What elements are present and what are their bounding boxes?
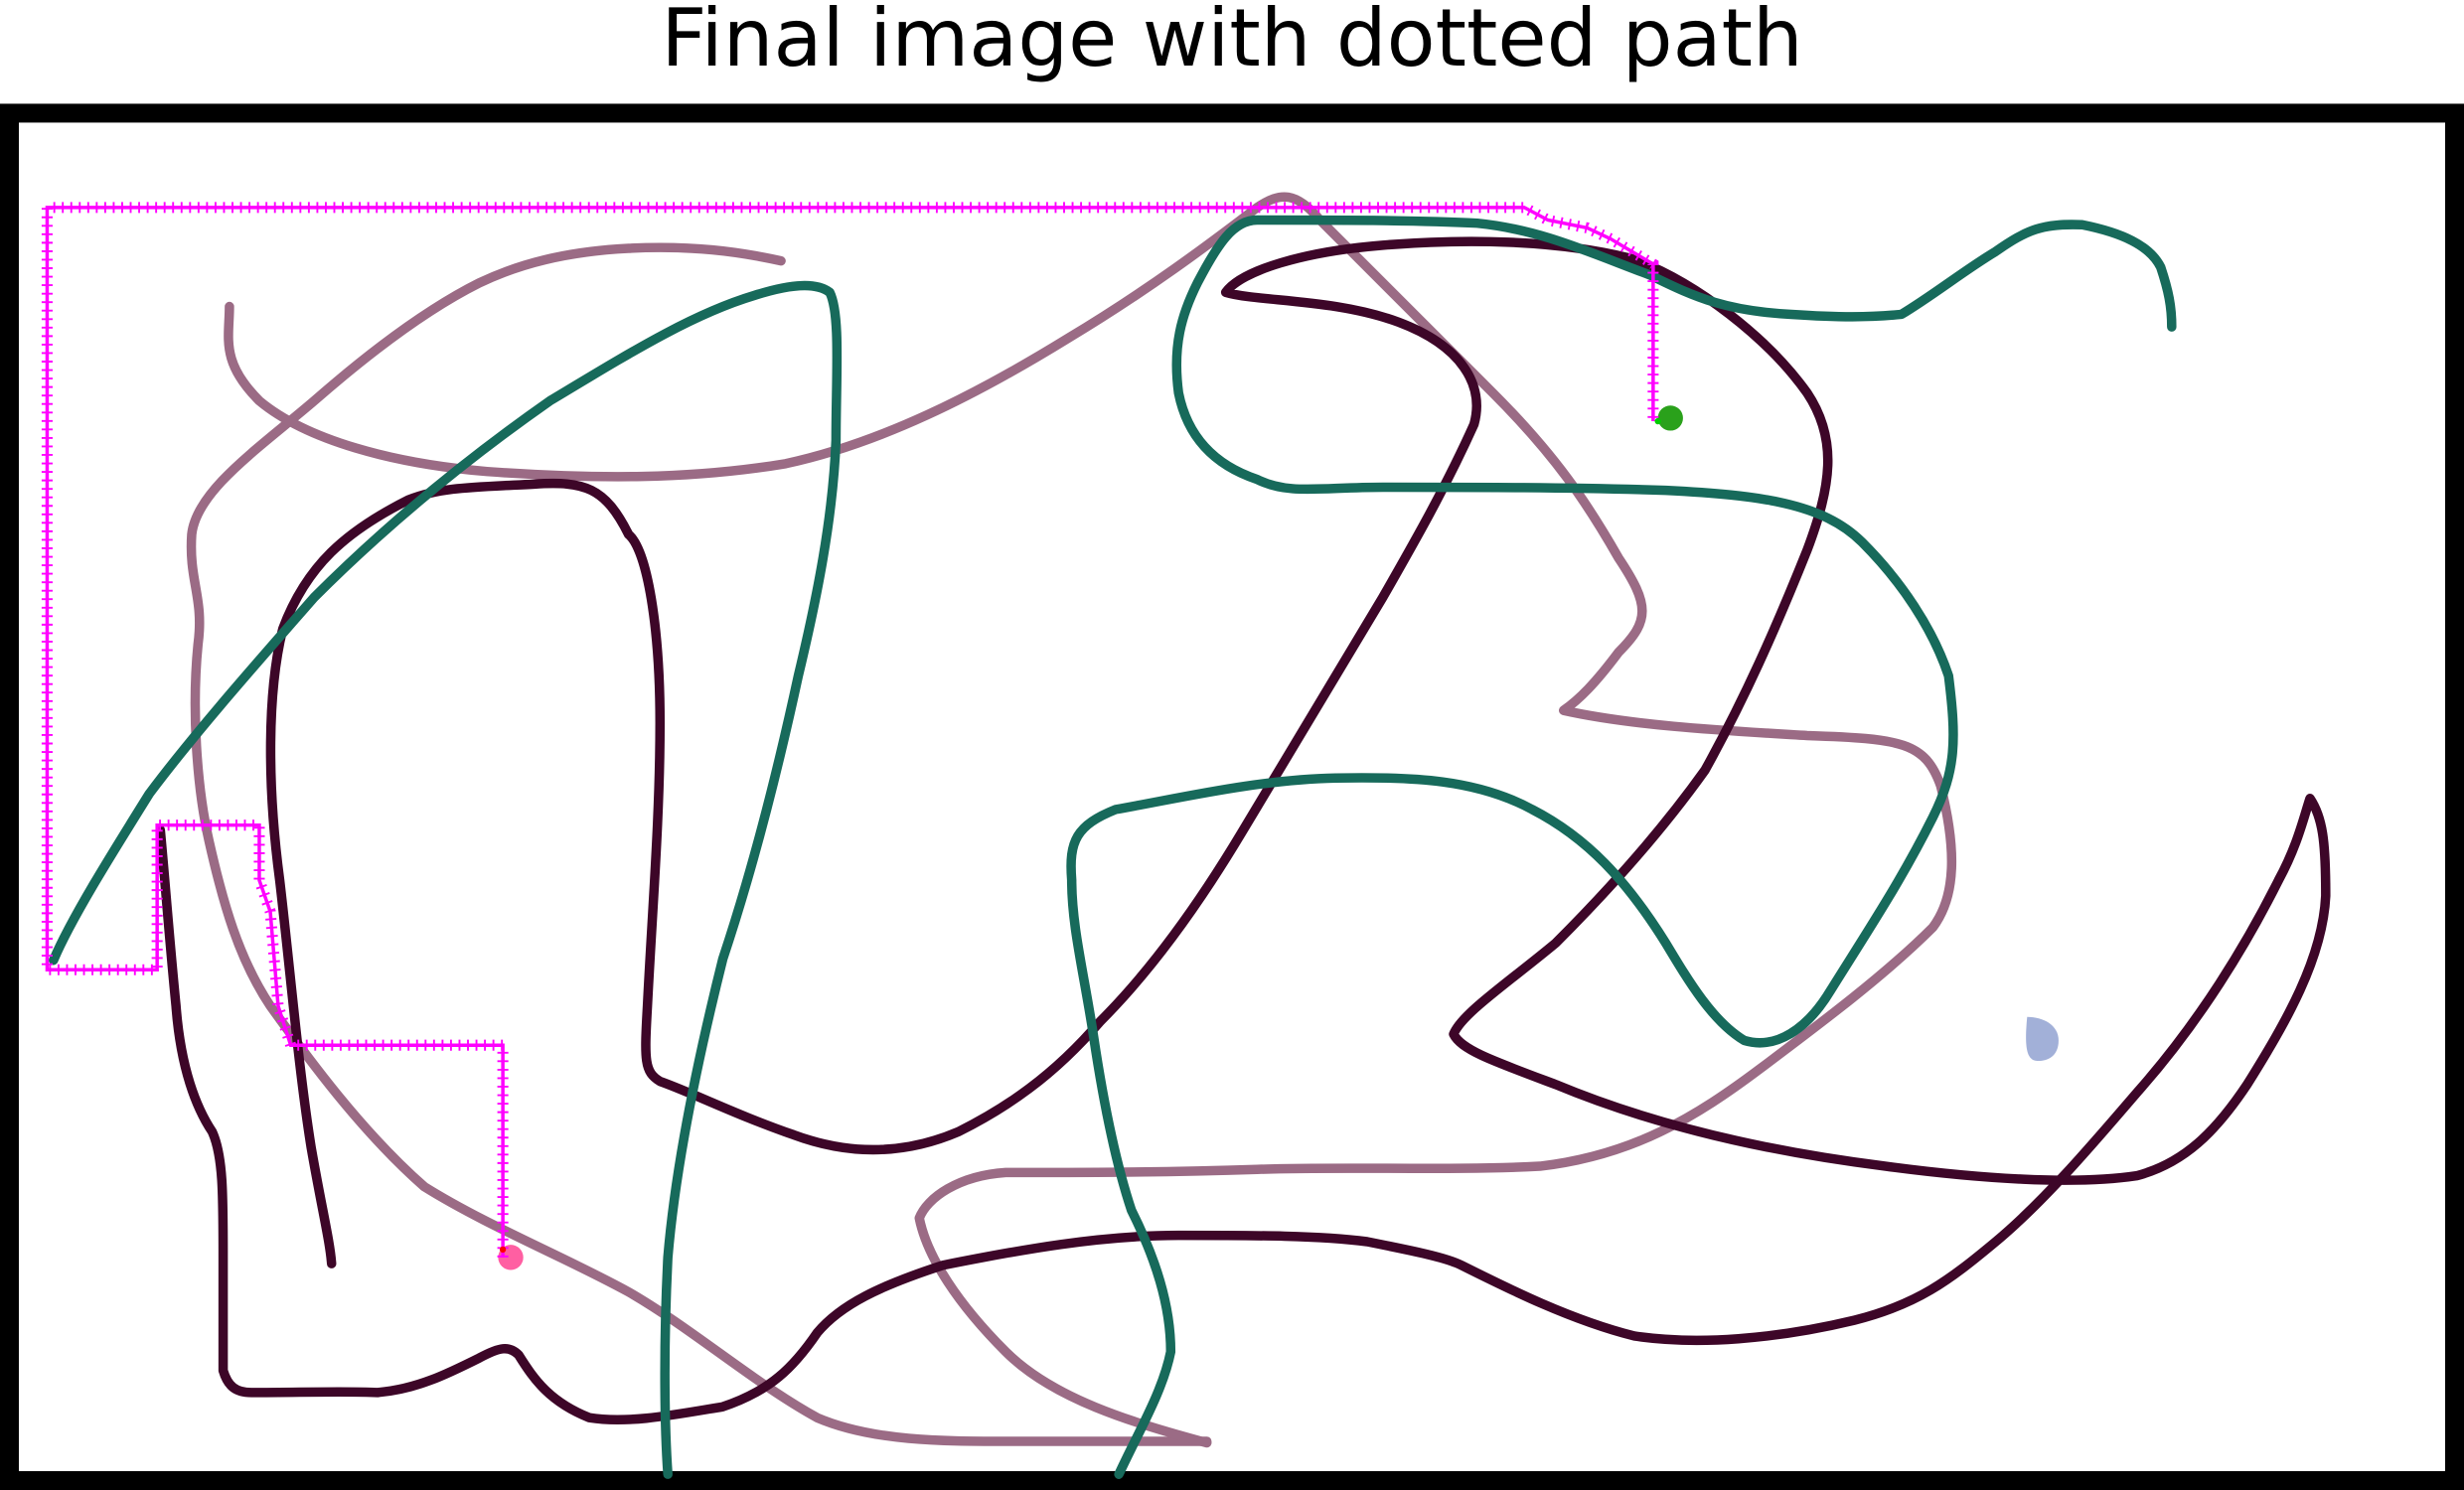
curve-teal-2 — [1066, 215, 2177, 1479]
image-frame — [0, 103, 2464, 1490]
path-start-marker — [499, 1246, 507, 1254]
curve-dark-1 — [155, 236, 2331, 1425]
extra-blob — [2026, 1016, 2059, 1062]
end-blob — [1657, 405, 1683, 431]
figure-title: Final image with dotted path — [661, 0, 1803, 84]
curve-mauve-1 — [186, 242, 1212, 1446]
path-end-marker — [1654, 417, 1661, 425]
curve-teal-1 — [49, 280, 843, 1479]
dotted-path-ticks — [41, 202, 1659, 1258]
